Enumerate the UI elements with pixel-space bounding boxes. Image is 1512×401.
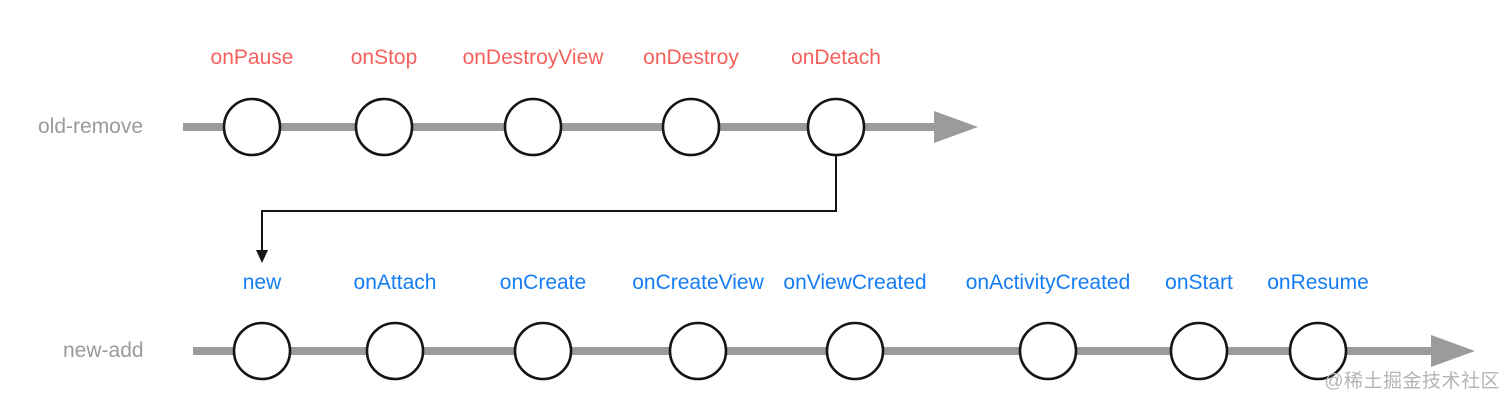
lifecycle-node-onactivitycreated <box>1018 321 1078 381</box>
lifecycle-node-onstart <box>1169 321 1229 381</box>
timeline-arrowhead-old-remove <box>934 111 978 143</box>
lifecycle-node-onattach <box>365 321 425 381</box>
lifecycle-node-new <box>232 321 292 381</box>
lifecycle-node-oncreateview <box>668 321 728 381</box>
lifecycle-node-onpause <box>222 97 282 157</box>
lifecycle-node-ondestroyview <box>503 97 563 157</box>
lifecycle-node-ondetach <box>806 97 866 157</box>
lifecycle-node-ondestroy <box>661 97 721 157</box>
detach-to-new-connector <box>261 155 837 250</box>
lifecycle-node-oncreate <box>513 321 573 381</box>
lifecycle-node-onstop <box>354 97 414 157</box>
timeline-arrowhead-new-add <box>1431 335 1475 367</box>
connector-arrowhead <box>256 250 268 263</box>
lifecycle-node-onviewcreated <box>825 321 885 381</box>
lifecycle-node-onresume <box>1288 321 1348 381</box>
